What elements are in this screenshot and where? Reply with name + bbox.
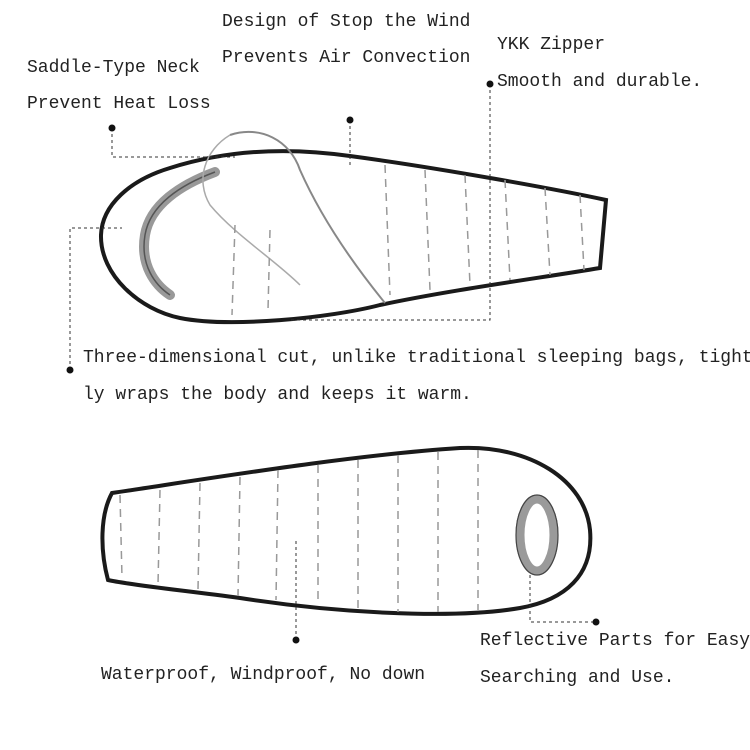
waterproof-label: Waterproof, Windproof, No down	[101, 665, 426, 685]
bottom-sleeping-bag	[100, 445, 593, 616]
leader-lines	[69, 84, 596, 640]
leader-dots	[66, 80, 600, 644]
neck-label-line1: Saddle-Type Neck	[27, 58, 200, 78]
top-sleeping-bag	[98, 130, 609, 325]
reflective-label-line2: Searching and Use.	[480, 668, 675, 688]
neck-label-line2: Prevent Heat Loss	[27, 94, 211, 114]
cut-label-line1: Three-dimensional cut, unlike traditiona…	[83, 348, 750, 368]
wind-label-line1: Design of Stop the Wind	[222, 12, 471, 32]
cut-label-line2: ly wraps the body and keeps it warm.	[83, 385, 472, 405]
wind-label-line2: Prevents Air Convection	[222, 48, 471, 68]
zipper-label-line2: Smooth and durable.	[497, 72, 703, 92]
zipper-label-line1: YKK Zipper	[497, 35, 606, 55]
reflective-label-line1: Reflective Parts for Easy	[480, 631, 750, 651]
